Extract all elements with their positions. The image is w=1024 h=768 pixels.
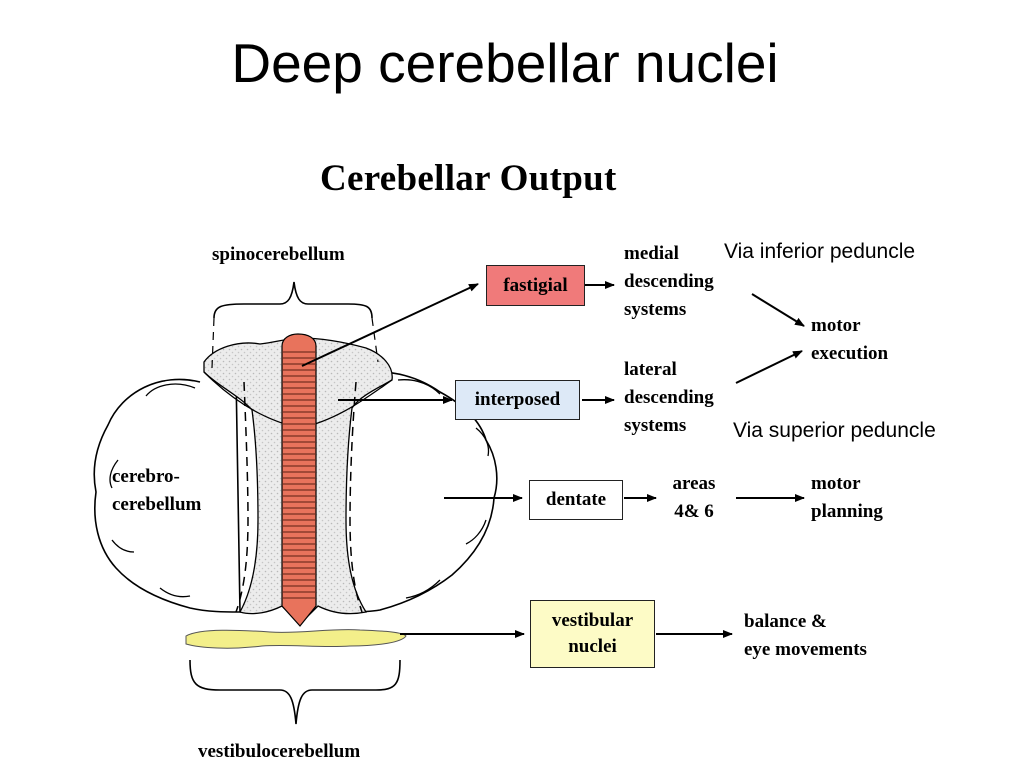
box-dentate: dentate — [529, 480, 623, 520]
medial-line2: descending — [624, 271, 714, 292]
note-superior-peduncle: Via superior peduncle — [733, 419, 936, 442]
balance-line2: eye movements — [744, 639, 867, 660]
box-vestibular-nuclei: vestibular nuclei — [530, 600, 655, 668]
spinocerebellum-brace — [213, 281, 373, 319]
label-cerebrocerebellum-line2: cerebellum — [112, 494, 202, 515]
interposed-label: interposed — [474, 389, 561, 410]
motor-execution-line1: motor — [811, 315, 861, 336]
arrow-medial-to-motor — [751, 293, 805, 327]
slide-title: Deep cerebellar nuclei — [231, 32, 779, 94]
target-lateral-descending: lateral descending systems — [624, 356, 714, 440]
motor-execution-line2: execution — [811, 343, 889, 364]
medial-line1: medial — [624, 243, 679, 264]
label-cerebrocerebellum-line1: cerebro- — [112, 466, 180, 487]
vestibular-band — [185, 629, 407, 649]
target-medial-descending: medial descending systems — [624, 240, 714, 324]
lateral-line3: systems — [624, 415, 687, 436]
label-spinocerebellum: spinocerebellum — [212, 244, 345, 265]
motor-planning-line2: planning — [811, 501, 883, 522]
cerebellum-folia-left — [109, 383, 196, 598]
label-vestibulocerebellum: vestibulocerebellum — [198, 741, 361, 762]
vermis-striations — [283, 351, 315, 599]
label-cerebrocerebellum: cerebro- cerebellum — [112, 463, 201, 519]
diagram-subtitle: Cerebellar Output — [320, 158, 617, 199]
cerebellum-folia-right — [397, 379, 490, 599]
vermis-band — [281, 333, 317, 627]
medial-line3: systems — [624, 299, 687, 320]
target-motor-execution: motor execution — [811, 312, 888, 368]
vestibular-label-line2: nuclei — [568, 636, 617, 657]
motor-planning-line1: motor — [811, 473, 861, 494]
target-motor-planning: motor planning — [811, 470, 883, 526]
vestibular-label-line1: vestibular — [551, 610, 634, 631]
arrow-lateral-to-motor — [735, 350, 803, 384]
fastigial-label: fastigial — [503, 274, 568, 296]
guide-dash-right — [371, 317, 379, 363]
vestibulocerebellum-brace — [189, 659, 401, 725]
target-balance-eye-movements: balance & eye movements — [744, 608, 867, 664]
target-areas: areas 4& 6 — [666, 470, 722, 526]
arrow-vermis-to-fastigial — [301, 283, 479, 367]
areas-line1: areas — [672, 473, 716, 494]
lateral-line1: lateral — [624, 359, 677, 380]
balance-line1: balance & — [744, 611, 827, 632]
paravermis-border-right — [349, 381, 363, 613]
lateral-line2: descending — [624, 387, 714, 408]
box-fastigial: fastigial — [486, 265, 585, 306]
box-interposed: interposed — [455, 380, 580, 420]
areas-line2: 4& 6 — [674, 501, 714, 522]
dentate-label: dentate — [545, 489, 607, 510]
paravermis-border-left — [235, 381, 249, 613]
note-inferior-peduncle: Via inferior peduncle — [724, 240, 916, 263]
